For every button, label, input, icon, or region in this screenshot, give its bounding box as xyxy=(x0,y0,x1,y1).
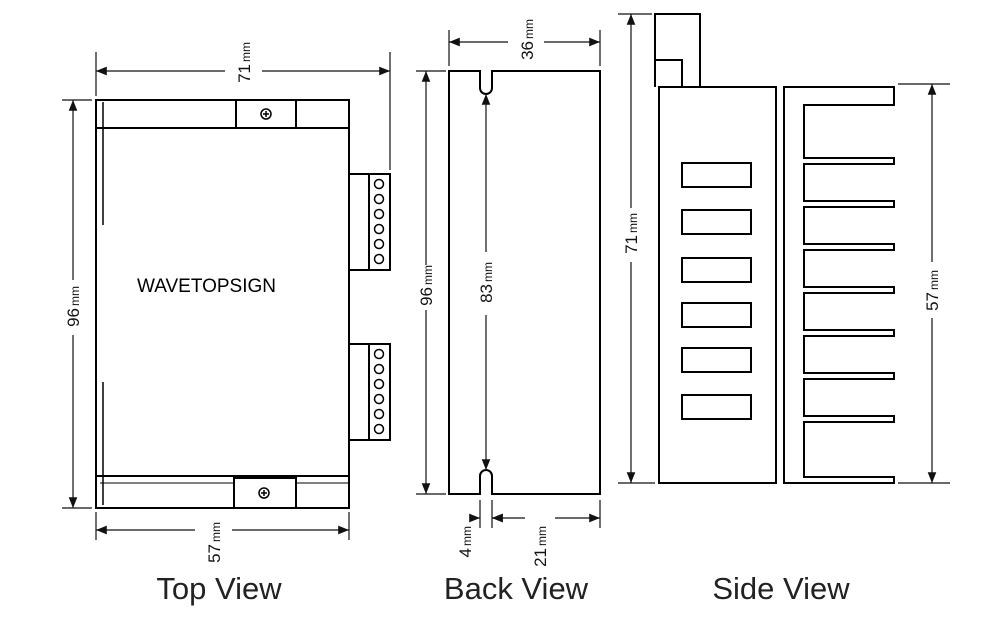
vent-slot xyxy=(681,347,752,373)
terminal-block-lower xyxy=(348,343,391,441)
back-height-dim: 96 mm xyxy=(417,265,436,306)
svg-text:96: 96 xyxy=(417,287,436,306)
side-tab xyxy=(654,13,701,87)
heat-sink-fins xyxy=(783,86,895,484)
side-height-dim: 71 mm xyxy=(622,213,641,254)
brand-label: WAVETOPSIGN xyxy=(137,276,276,297)
side-view xyxy=(654,13,895,484)
svg-text:mm: mm xyxy=(239,42,253,62)
top-height-dim: 96 mm xyxy=(64,286,83,327)
back-width-dim: 36 mm xyxy=(518,19,537,60)
svg-text:21: 21 xyxy=(531,548,550,567)
top-view-body xyxy=(95,99,350,509)
svg-text:36: 36 xyxy=(518,41,537,60)
svg-text:mm: mm xyxy=(421,265,435,285)
vent-slot xyxy=(681,209,752,235)
svg-text:96: 96 xyxy=(64,308,83,327)
svg-text:mm: mm xyxy=(209,522,223,542)
svg-text:mm: mm xyxy=(535,526,549,546)
side-view-caption: Side View xyxy=(712,571,850,606)
vent-slot xyxy=(681,257,752,283)
side-view-body xyxy=(658,86,777,484)
side-fins-dim: 57 mm xyxy=(923,270,942,311)
bottom-mount-tab xyxy=(233,477,297,509)
back-slot-dim: 4 mm xyxy=(456,526,475,557)
svg-text:4: 4 xyxy=(456,548,475,557)
back-view-caption: Back View xyxy=(444,571,589,606)
back-view-body xyxy=(448,70,601,495)
vent-slot xyxy=(681,302,752,328)
svg-text:mm: mm xyxy=(626,213,640,233)
svg-text:71: 71 xyxy=(235,64,254,83)
vent-slot xyxy=(681,162,752,188)
terminal-block-upper xyxy=(348,173,391,271)
top-view xyxy=(95,99,391,509)
svg-text:mm: mm xyxy=(460,526,474,546)
back-view xyxy=(448,70,601,495)
svg-text:mm: mm xyxy=(927,270,941,290)
svg-text:57: 57 xyxy=(205,544,224,563)
screw-icon xyxy=(258,487,270,499)
svg-text:mm: mm xyxy=(68,286,82,306)
svg-text:57: 57 xyxy=(923,292,942,311)
svg-text:mm: mm xyxy=(481,262,495,282)
screw-icon xyxy=(260,108,272,120)
svg-text:83: 83 xyxy=(477,284,496,303)
back-inner-dim: 83 mm xyxy=(477,262,496,303)
back-offset-dim: 21 mm xyxy=(531,526,550,567)
top-view-caption: Top View xyxy=(156,571,282,606)
svg-text:mm: mm xyxy=(522,19,536,39)
top-width-dim: 71 mm xyxy=(235,42,254,83)
vent-slot xyxy=(681,394,752,420)
svg-text:71: 71 xyxy=(622,235,641,254)
top-bottom-dim: 57 mm xyxy=(205,522,224,563)
